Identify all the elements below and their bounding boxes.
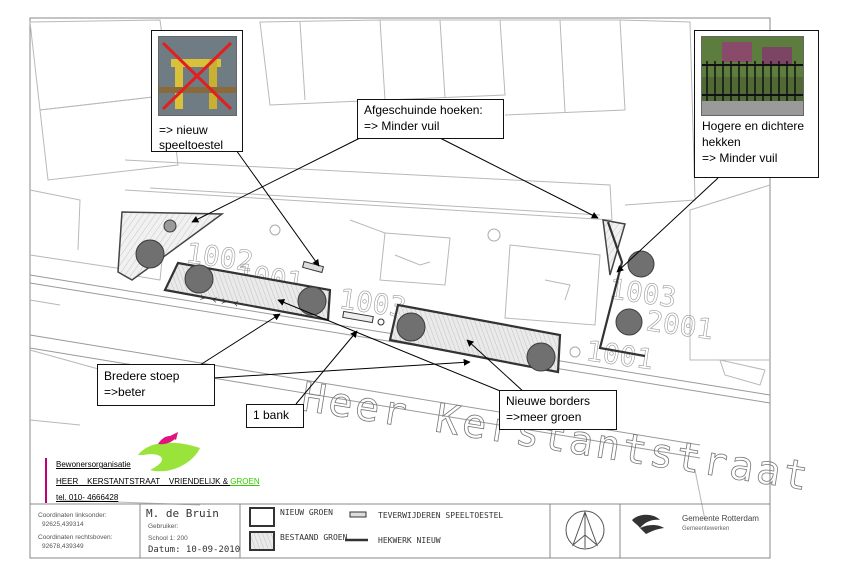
svg-text:TEVERWIJDEREN SPEELTOESTEL: TEVERWIJDEREN SPEELTOESTEL — [378, 511, 503, 520]
tree — [135, 239, 165, 269]
callout-corners-line1: Afgeschuinde hoeken: — [364, 103, 483, 117]
callout-fences-line3: => Minder vuil — [702, 151, 778, 165]
callout-fences-line1: Hogere en dichtere — [702, 119, 805, 133]
callout-fences-line2: hekken — [702, 135, 741, 149]
callout-playground-line2: speeltoestel — [159, 138, 224, 152]
small-tree — [487, 228, 501, 242]
callout-fences: Hogere en dichtere hekken => Minder vuil — [694, 30, 819, 178]
callout-bench-line1: 1 bank — [253, 408, 290, 422]
callout-bench: 1 bank — [246, 404, 304, 428]
org-phone: tel. 010- 4666428 — [56, 493, 119, 502]
small-tree — [569, 346, 581, 358]
tree — [615, 308, 643, 336]
svg-text:HEKWERK NIEUW: HEKWERK NIEUW — [378, 536, 441, 545]
org-logo-icon — [138, 432, 200, 472]
svg-text:M. de Bruin: M. de Bruin — [146, 507, 219, 520]
org-full-name: HEER KERSTANTSTRAAT VRIENDELIJK & GROEN — [56, 477, 260, 486]
small-tree — [163, 219, 177, 233]
svg-text:NIEUW GROEN: NIEUW GROEN — [280, 508, 333, 517]
tree — [526, 342, 556, 372]
callout-playground: => nieuw speeltoestel — [151, 30, 243, 152]
callout-sidewalk: Bredere stoep =>beter — [97, 364, 215, 406]
callout-borders: Nieuwe borders =>meer groen — [499, 390, 617, 430]
tree — [627, 250, 655, 278]
svg-text:92678,439349: 92678,439349 — [42, 543, 84, 550]
svg-text:Gemeente Rotterdam: Gemeente Rotterdam — [682, 514, 759, 523]
new-border-middle — [388, 303, 562, 374]
cross-icon — [161, 41, 233, 111]
svg-text:Datum: 10-09-2010: Datum: 10-09-2010 — [148, 545, 240, 555]
tree — [184, 264, 214, 294]
svg-text:Coordinaten rechtsboven:: Coordinaten rechtsboven: — [38, 534, 113, 541]
callout-borders-line2: =>meer groen — [506, 410, 582, 424]
title-block: Coordinaten linksonder: 92625,439314 Coo… — [30, 503, 770, 558]
callout-arrows — [191, 137, 719, 405]
svg-text:Gemeentewerken: Gemeentewerken — [682, 526, 729, 532]
bench-end-symbol — [377, 318, 385, 326]
rotterdam-logo-icon — [632, 514, 664, 534]
svg-text:92625,439314: 92625,439314 — [42, 521, 84, 528]
fence-icon — [702, 61, 803, 101]
bench-symbol — [342, 310, 374, 324]
tree — [297, 286, 327, 316]
fence-photo — [701, 36, 804, 116]
svg-text:Gebruiker:: Gebruiker: — [148, 523, 179, 530]
callout-corners-line2: => Minder vuil — [364, 119, 440, 133]
svg-text:School 1: 200: School 1: 200 — [148, 535, 188, 542]
tree — [396, 312, 426, 342]
playground-photo — [158, 36, 237, 116]
callout-playground-line1: => nieuw — [159, 123, 208, 137]
org-name: Bewonersorganisatie — [56, 460, 131, 469]
callout-sidewalk-line2: =>beter — [104, 385, 146, 399]
trees — [135, 219, 655, 372]
svg-text:BESTAAND GROEN: BESTAAND GROEN — [280, 533, 348, 542]
callout-sidewalk-line1: Bredere stoep — [104, 369, 180, 383]
north-arrow-icon — [565, 510, 605, 550]
small-tree — [269, 224, 281, 236]
callout-borders-line1: Nieuwe borders — [506, 394, 591, 408]
callout-corners: Afgeschuinde hoeken: => Minder vuil — [357, 99, 504, 139]
new-fence-right — [598, 221, 646, 358]
svg-text:Coordinaten linksonder:: Coordinaten linksonder: — [38, 512, 107, 519]
